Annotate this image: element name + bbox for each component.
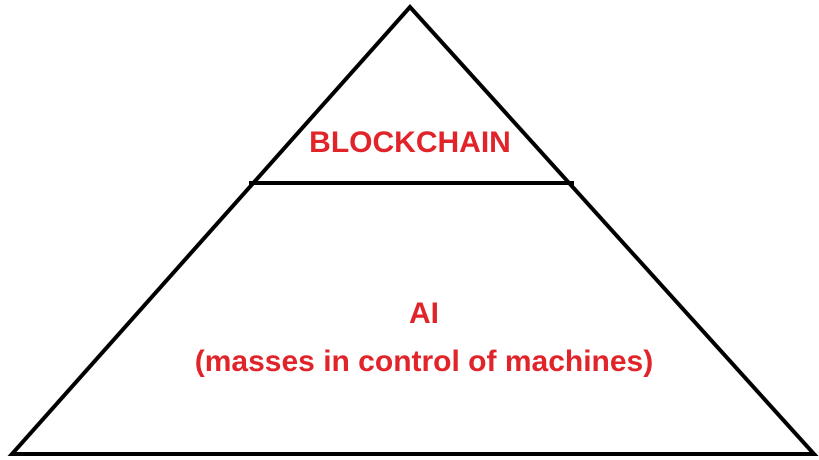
bottom-tier-title: AI — [409, 297, 439, 330]
bottom-tier-subtitle: (masses in control of machines) — [194, 345, 654, 378]
top-tier-label: BLOCKCHAIN — [309, 126, 511, 159]
pyramid-outline — [7, 4, 819, 456]
